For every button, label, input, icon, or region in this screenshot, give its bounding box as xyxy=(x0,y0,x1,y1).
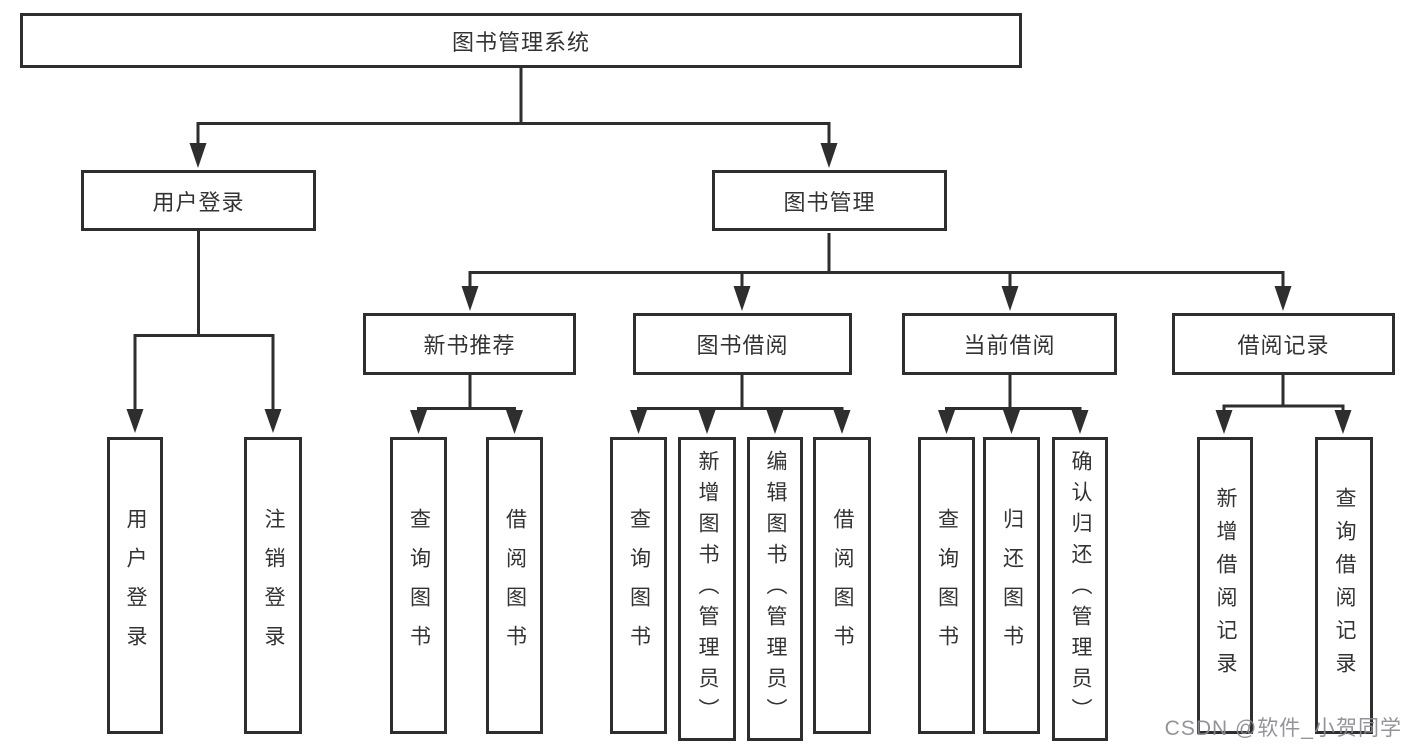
leaf-query-books-current: 查询图书 xyxy=(918,437,975,734)
leaf-borrow-books: 借阅图书 xyxy=(813,437,871,734)
node-library-system: 图书管理系统 xyxy=(20,13,1022,68)
node-book-borrowing: 图书借阅 xyxy=(633,313,852,375)
leaf-confirm-return-admin: 确认归还（管理员） xyxy=(1052,437,1108,741)
csdn-watermark: CSDN @软件_小贺同学 xyxy=(1164,717,1402,740)
leaf-user-login: 用户登录 xyxy=(107,437,163,734)
node-current-borrowing: 当前借阅 xyxy=(902,313,1117,375)
node-new-book-recommendation: 新书推荐 xyxy=(363,313,576,375)
leaf-edit-book-admin: 编辑图书（管理员） xyxy=(747,437,803,741)
node-user-login: 用户登录 xyxy=(81,170,316,231)
leaf-add-book-admin: 新增图书（管理员） xyxy=(678,437,736,741)
leaf-query-books-borrow: 查询图书 xyxy=(610,437,667,734)
leaf-add-borrow-record: 新增借阅记录 xyxy=(1197,437,1253,734)
leaf-borrow-books-recommend: 借阅图书 xyxy=(486,437,543,734)
leaf-query-books-recommend: 查询图书 xyxy=(390,437,447,734)
leaf-query-borrow-record: 查询借阅记录 xyxy=(1315,437,1373,734)
leaf-return-book: 归还图书 xyxy=(983,437,1040,734)
node-borrowing-records: 借阅记录 xyxy=(1172,313,1395,375)
node-book-management: 图书管理 xyxy=(712,170,947,231)
arrowheads xyxy=(126,143,1352,434)
leaf-logout: 注销登录 xyxy=(244,437,302,734)
connector-segments xyxy=(133,66,1345,413)
